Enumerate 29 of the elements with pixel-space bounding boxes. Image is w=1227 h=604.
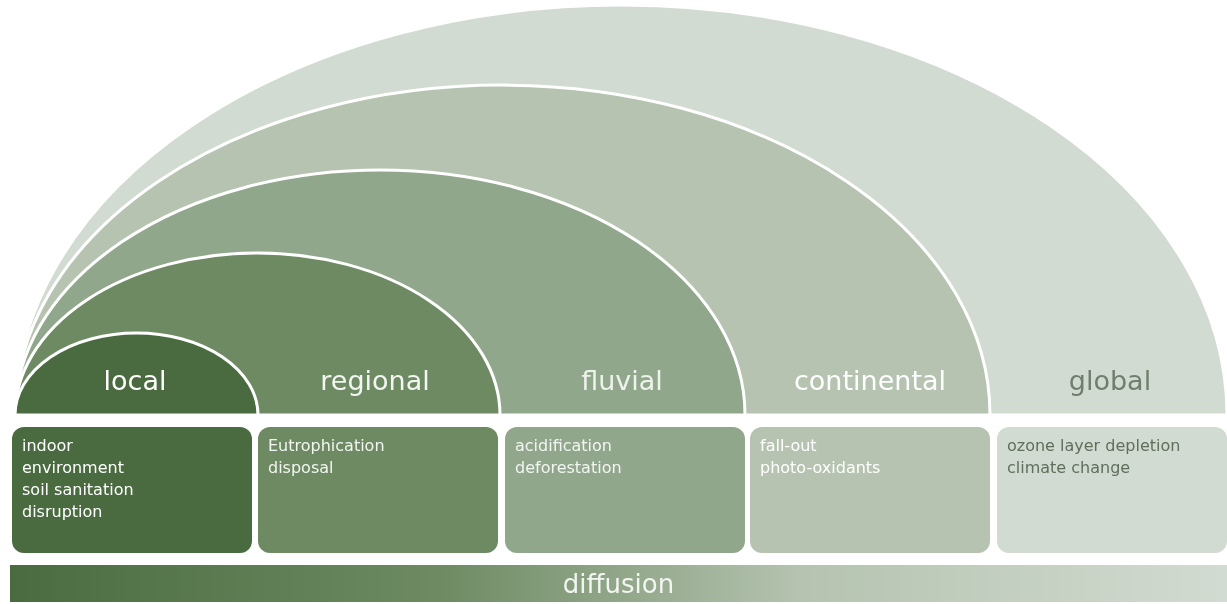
bar-label: diffusion	[562, 568, 675, 599]
impact-item: Eutrophication	[268, 435, 386, 457]
impact-item: disruption	[22, 501, 104, 523]
impact-item: environment	[22, 457, 125, 479]
impact-card	[505, 427, 745, 553]
gradient-bar	[10, 565, 1227, 602]
impact-item: ozone layer depletion	[1007, 435, 1182, 457]
scale-arch	[15, 253, 500, 415]
impact-item: deforestation	[515, 457, 623, 479]
scale-label: regional	[320, 365, 430, 396]
impact-card	[258, 427, 498, 553]
impact-item: disposal	[268, 457, 335, 479]
scale-arch	[15, 170, 745, 415]
scale-label: continental	[794, 365, 946, 396]
impact-item: fall-out	[760, 435, 818, 457]
impact-card	[750, 427, 990, 553]
impact-item: photo-oxidants	[760, 457, 882, 479]
scale-arch	[15, 5, 1227, 415]
scale-label: local	[103, 365, 167, 396]
scale-label: global	[1068, 365, 1152, 396]
impact-card	[12, 427, 252, 553]
scale-label: fluvial	[581, 365, 663, 396]
impact-card	[997, 427, 1227, 553]
impact-item: climate change	[1007, 457, 1132, 479]
impact-item: acidification	[515, 435, 613, 457]
impact-item: soil sanitation	[22, 479, 135, 501]
scale-arch	[15, 85, 990, 415]
scale-arch	[15, 333, 258, 415]
impact-item: indoor	[22, 435, 74, 457]
